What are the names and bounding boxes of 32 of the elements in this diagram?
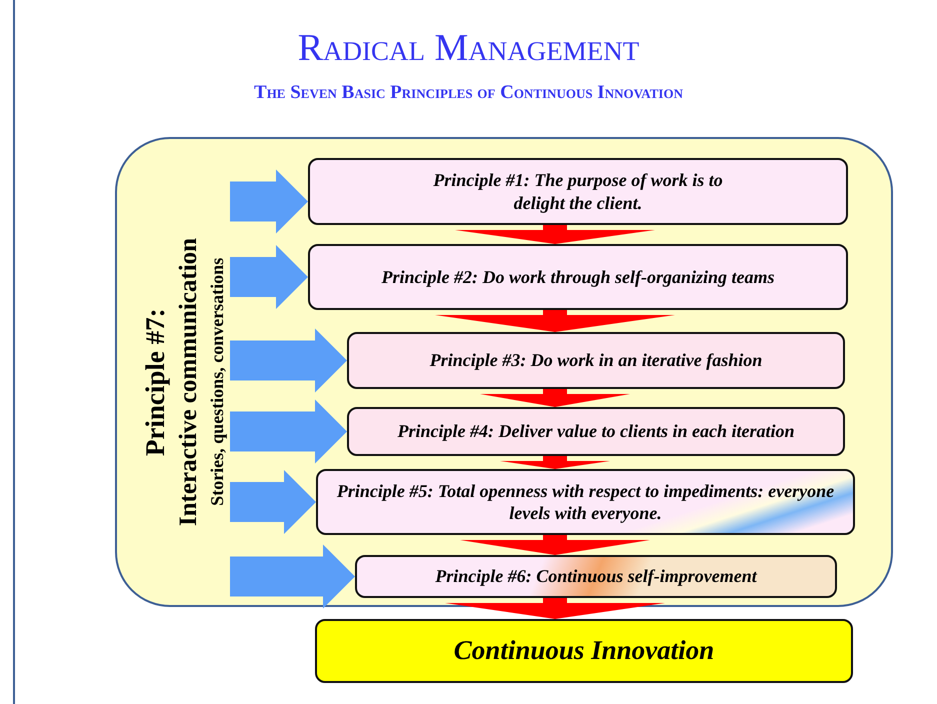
- chevron-arrow: [480, 389, 630, 407]
- panel-note: Stories, questions, conversations: [207, 256, 228, 508]
- block-arrow: [230, 400, 347, 464]
- panel-subheading: Interactive communication: [174, 236, 203, 528]
- chevron-arrow: [445, 598, 665, 619]
- block-arrow: [230, 245, 308, 309]
- principle-box: [308, 158, 848, 225]
- principle-text: Principle #1: The purpose of work is to delight the client.: [432, 169, 724, 214]
- panel-heading: Principle #7:: [138, 307, 171, 458]
- block-arrow: [230, 328, 347, 392]
- principle-box: [347, 407, 845, 456]
- principle-box: [316, 469, 855, 535]
- principle-box: [308, 244, 848, 310]
- principle-text: Principle #5: Total openness with respect to impediments: everyone levels with everyone.: [336, 480, 836, 524]
- principle-text: Principle #4: Deliver value to clients in each iteration: [398, 420, 794, 443]
- subtitle: The Seven Basic Principles of Continuous Innovation: [253, 82, 684, 104]
- principle-panel: [115, 137, 893, 607]
- title: Radical Management: [296, 26, 640, 70]
- result-box: [315, 619, 853, 683]
- chevron-arrow: [455, 225, 655, 244]
- block-arrow: [230, 544, 355, 608]
- result-text: Continuous Innovation: [454, 634, 714, 668]
- chevron-arrow: [500, 456, 610, 469]
- principle-box: [347, 332, 845, 389]
- chevron-arrow: [435, 310, 675, 332]
- principle-box: [355, 555, 837, 598]
- principle-text: Principle #6: Continuous self-improvement: [435, 565, 757, 588]
- chevron-arrow: [460, 535, 650, 555]
- principle-text: Principle #2: Do work through self-organizing teams: [381, 266, 775, 288]
- block-arrow: [230, 170, 308, 234]
- principle-text: Principle #3: Do work in an iterative fashion: [430, 349, 762, 372]
- block-arrow: [230, 470, 316, 534]
